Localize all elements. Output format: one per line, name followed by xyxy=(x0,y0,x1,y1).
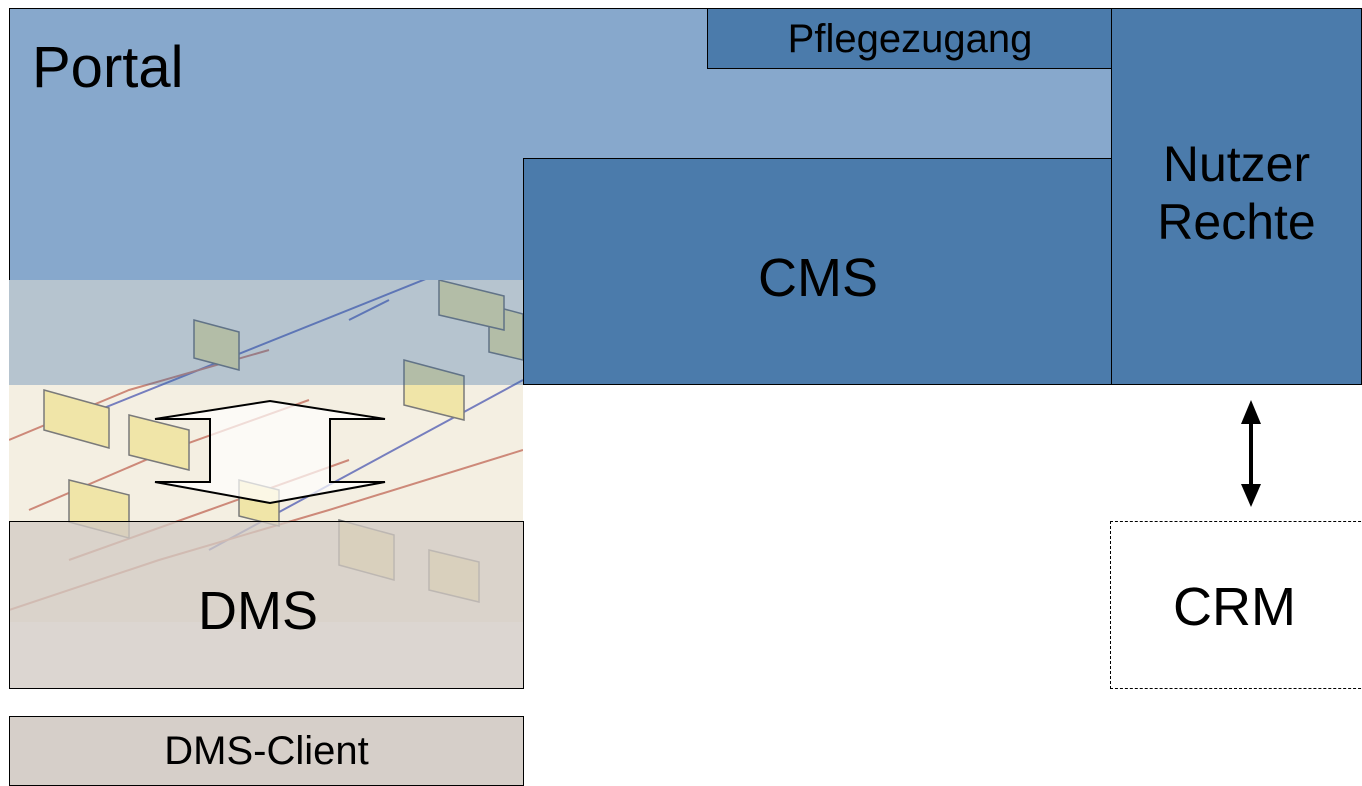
rechte-label: Rechte xyxy=(1157,194,1316,250)
nutzer-crm-arrow xyxy=(1241,400,1261,507)
portal-label: Portal xyxy=(32,35,184,100)
crm-box: CRM xyxy=(1110,521,1362,689)
crm-label: CRM xyxy=(1173,577,1296,637)
cms-box: CMS xyxy=(523,158,1113,385)
dms-client-label: DMS-Client xyxy=(164,729,369,773)
nutzer-rechte-box: Nutzer Rechte xyxy=(1111,8,1362,385)
dms-label: DMS xyxy=(198,581,318,641)
pflegezugang-label: Pflegezugang xyxy=(787,16,1033,61)
dms-box: DMS xyxy=(9,521,524,689)
dms-client-box: DMS-Client xyxy=(9,716,524,786)
cms-label: CMS xyxy=(758,247,878,308)
nutzer-label: Nutzer xyxy=(1162,136,1311,192)
pflegezugang-box: Pflegezugang xyxy=(707,8,1113,69)
